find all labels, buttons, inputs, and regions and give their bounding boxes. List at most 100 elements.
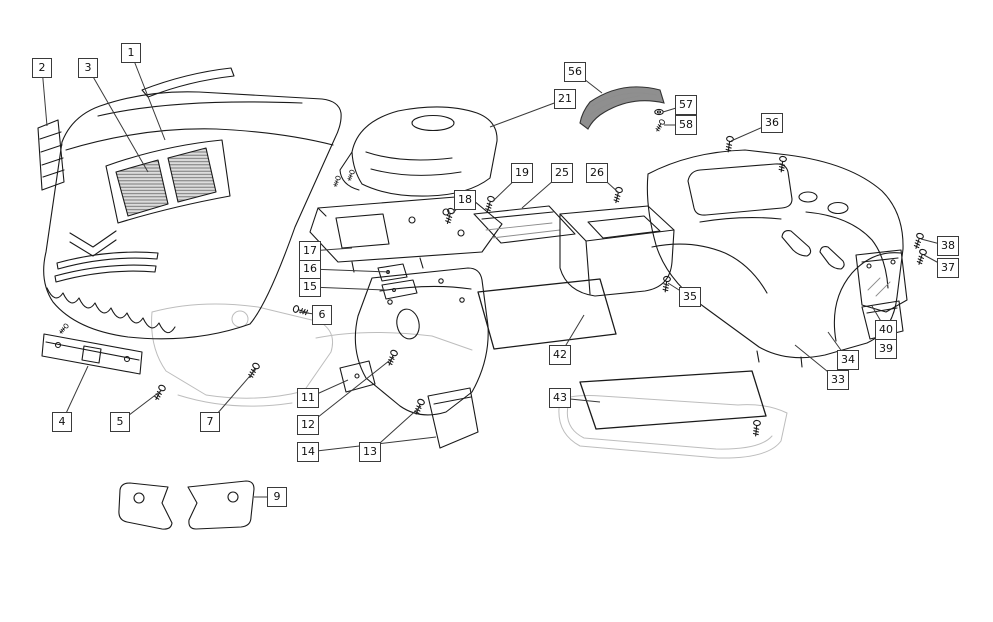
callout-13[interactable]: 13: [359, 442, 381, 462]
leader-line-12: [307, 356, 395, 426]
fender-hump-right: [805, 211, 889, 289]
callout-35[interactable]: 35: [679, 287, 701, 307]
side-panel-boss-a: [387, 299, 393, 305]
side-panel-outline: [354, 267, 489, 416]
callout-34[interactable]: 34: [837, 350, 859, 370]
callout-58[interactable]: 58: [675, 115, 697, 135]
callout-9[interactable]: 9: [267, 487, 287, 507]
bracket-39: [861, 300, 904, 340]
callout-15[interactable]: 15: [299, 277, 321, 297]
callout-2[interactable]: 2: [32, 58, 52, 78]
callout-37[interactable]: 37: [937, 258, 959, 278]
decal-left: [118, 482, 173, 530]
front-scalloped-edge: [46, 287, 176, 334]
panel-14-crease: [433, 396, 472, 405]
callout-4[interactable]: 4: [52, 412, 72, 432]
callout-43[interactable]: 43: [549, 388, 571, 408]
callout-38[interactable]: 38: [937, 236, 959, 256]
console-outline: [559, 205, 675, 297]
chassis-hub: [231, 310, 249, 328]
side-panel-group: [339, 267, 489, 449]
callout-5[interactable]: 5: [110, 412, 130, 432]
support-bracket-group: [41, 322, 143, 375]
side-panel-boss-c: [459, 297, 465, 303]
screw-58: [654, 118, 666, 133]
screw-36: [724, 135, 735, 153]
hood-trim-stripe: [141, 67, 235, 98]
callout-36[interactable]: 36: [761, 113, 783, 133]
screw-18: [443, 207, 456, 225]
arc-trim: [579, 86, 665, 130]
callout-6[interactable]: 6: [312, 305, 332, 325]
decal-group: [118, 480, 255, 530]
side-grille-louvers: [39, 131, 65, 178]
callout-26[interactable]: 26: [586, 163, 608, 183]
leader-line-16: [309, 268, 391, 273]
headlight-left: [115, 159, 169, 217]
callout-14[interactable]: 14: [297, 442, 319, 462]
callout-11[interactable]: 11: [297, 388, 319, 408]
callout-7[interactable]: 7: [200, 412, 220, 432]
bracket-center-tab: [81, 345, 102, 364]
callout-33[interactable]: 33: [827, 370, 849, 390]
callout-21[interactable]: 21: [554, 89, 576, 109]
panel-boss-2: [442, 208, 450, 216]
panel-boss-3: [457, 229, 465, 237]
dash-cover-group: [339, 106, 498, 197]
side-panel-crease: [379, 285, 472, 292]
footplate-left: [477, 278, 617, 350]
screw-38: [912, 232, 925, 250]
chassis-axle: [177, 394, 293, 407]
front-slot-upper: [56, 251, 159, 270]
fender-hole-1: [798, 191, 818, 203]
bracket-40-crease: [861, 257, 899, 263]
callout-57[interactable]: 57: [675, 95, 697, 115]
bracket-15: [381, 279, 418, 300]
screw-37: [915, 248, 928, 266]
bracket-screw: [57, 322, 70, 335]
front-slot-lower: [54, 264, 157, 283]
fender-vent-right: [819, 246, 845, 270]
leader-line-21: [489, 98, 566, 128]
callout-17[interactable]: 17: [299, 241, 321, 261]
callout-25[interactable]: 25: [551, 163, 573, 183]
hood-chevron-emblem: [69, 230, 117, 257]
callout-39[interactable]: 39: [875, 339, 897, 359]
callout-18[interactable]: 18: [454, 190, 476, 210]
bracket-11-hole: [354, 373, 360, 379]
fender-tabs: [756, 350, 803, 368]
support-bracket-outline: [41, 333, 143, 375]
callout-12[interactable]: 12: [297, 415, 319, 435]
side-grille: [37, 119, 65, 191]
side-panel-boss-b: [438, 278, 444, 284]
callout-42[interactable]: 42: [549, 345, 571, 365]
callout-19[interactable]: 19: [511, 163, 533, 183]
fender-inner-line: [699, 217, 782, 223]
arc-trim-lines: [587, 92, 658, 117]
dash-cover-crease2: [370, 168, 462, 176]
fender-hole-2: [827, 201, 849, 215]
rear-fender-group: [646, 149, 908, 368]
hood-crease-side: [97, 101, 303, 117]
bracket-hole-left: [54, 341, 62, 349]
footrest-platform-inner: [566, 405, 773, 450]
bracket-40-hole-a: [866, 263, 872, 269]
callout-1[interactable]: 1: [121, 43, 141, 63]
dash-panel-cutout: [335, 213, 390, 249]
callout-3[interactable]: 3: [78, 58, 98, 78]
callout-56[interactable]: 56: [564, 62, 586, 82]
hood-crease-top: [65, 128, 334, 151]
screw-26: [612, 186, 624, 204]
wheel-arch: [833, 252, 902, 342]
screw-footrest: [751, 419, 762, 437]
bracket-hole-right: [123, 355, 131, 363]
bracket-40: [855, 249, 908, 313]
headlight-recess: [105, 139, 231, 224]
dash-panel-group: [309, 169, 503, 300]
callout-40[interactable]: 40: [875, 320, 897, 340]
heat-shield-outline: [473, 205, 576, 244]
screw-19: [483, 195, 496, 213]
footplate-right: [579, 370, 767, 430]
callout-16[interactable]: 16: [299, 259, 321, 279]
